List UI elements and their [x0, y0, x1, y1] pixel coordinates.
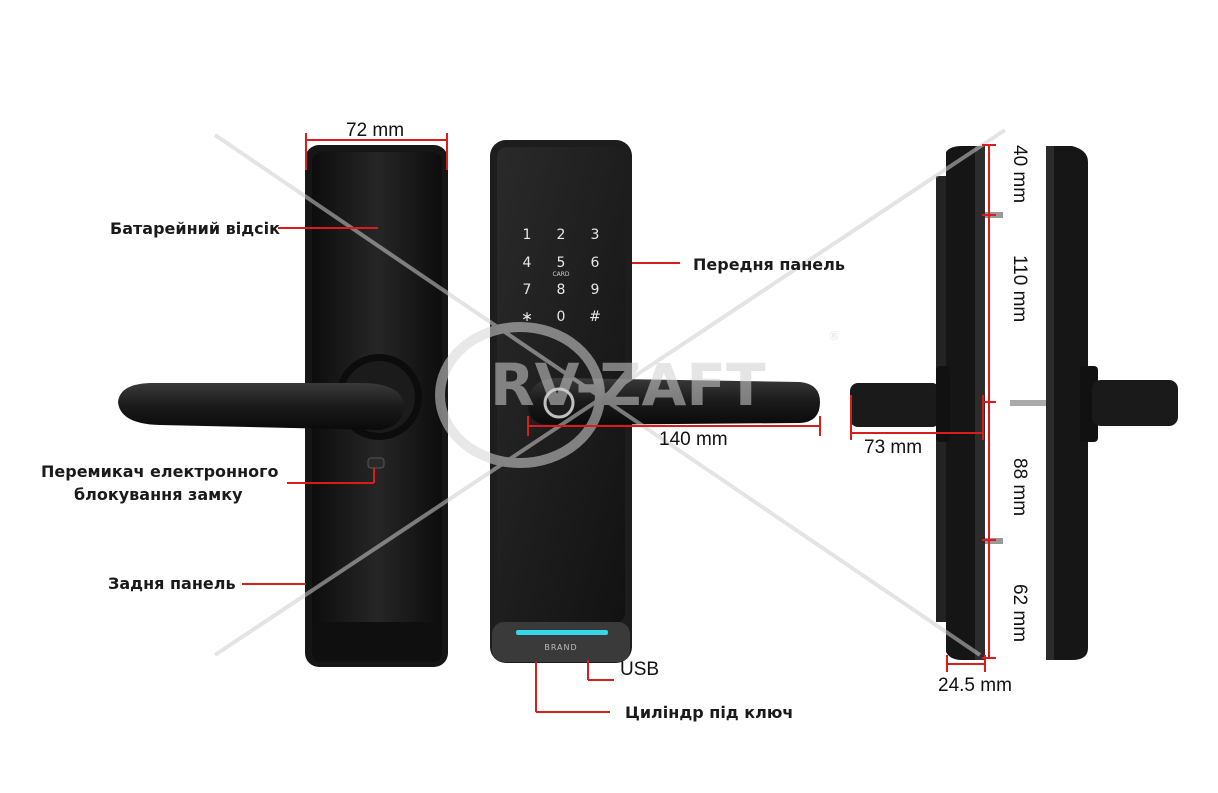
battery-compartment-label: Батарейний відсік — [110, 219, 280, 238]
brand-label: BRAND — [544, 643, 577, 652]
keypad: 1 2 3 4 5 6 7 8 9 ∗ 0 # — [521, 227, 601, 325]
lower-dimension: 88 mm — [1009, 458, 1030, 517]
thickness-dimension: 24.5 mm — [938, 675, 1012, 696]
top-offset-dimension: 40 mm — [1009, 145, 1030, 204]
leader-lines — [242, 227, 680, 713]
keypad-key: 4 — [523, 255, 532, 271]
side-view-front — [1010, 146, 1178, 660]
status-led — [516, 630, 608, 635]
keypad-key: 8 — [557, 282, 566, 298]
upper-dimension: 110 mm — [1009, 255, 1030, 323]
front-panel-label: Передня панель — [693, 255, 845, 274]
keypad-key: 0 — [557, 309, 566, 325]
keypad-key: ∗ — [521, 309, 533, 325]
keypad-key: 7 — [523, 282, 532, 298]
svg-text:®: ® — [828, 329, 840, 343]
keypad-key: 5 — [557, 255, 566, 271]
lock-switch-label-line1: Перемикач електронного — [41, 462, 279, 481]
front-panel-view: 1 2 3 4 5 6 7 8 9 ∗ 0 # CARD BRAND — [490, 140, 820, 663]
usb-label: USB — [620, 659, 660, 680]
keypad-key: 9 — [591, 282, 600, 298]
key-cylinder-label: Циліндр під ключ — [625, 703, 794, 722]
bottom-dimension: 62 mm — [1009, 584, 1030, 643]
lock-switch — [367, 457, 385, 469]
fingerprint-sensor — [543, 387, 575, 419]
back-panel-view — [118, 145, 448, 667]
keypad-key: 6 — [591, 255, 600, 271]
handle-depth-dimension: 73 mm — [864, 437, 923, 458]
keypad-key: 3 — [591, 227, 600, 243]
card-label: CARD — [552, 271, 569, 278]
width-dimension: 72 mm — [346, 120, 405, 141]
side-view-back — [850, 146, 1003, 660]
keypad-key: # — [589, 309, 601, 325]
keypad-key: 1 — [523, 227, 532, 243]
handle-length-dimension: 140 mm — [659, 429, 728, 450]
back-panel-label: Задня панель — [108, 574, 236, 593]
keypad-key: 2 — [557, 227, 566, 243]
svg-text:RV-ZAFT: RV-ZAFT — [490, 351, 766, 419]
watermark: RV-ZAFT ® — [213, 128, 1007, 657]
dimension-lines — [305, 133, 996, 672]
lock-switch-label-line2: блокування замку — [74, 485, 243, 504]
